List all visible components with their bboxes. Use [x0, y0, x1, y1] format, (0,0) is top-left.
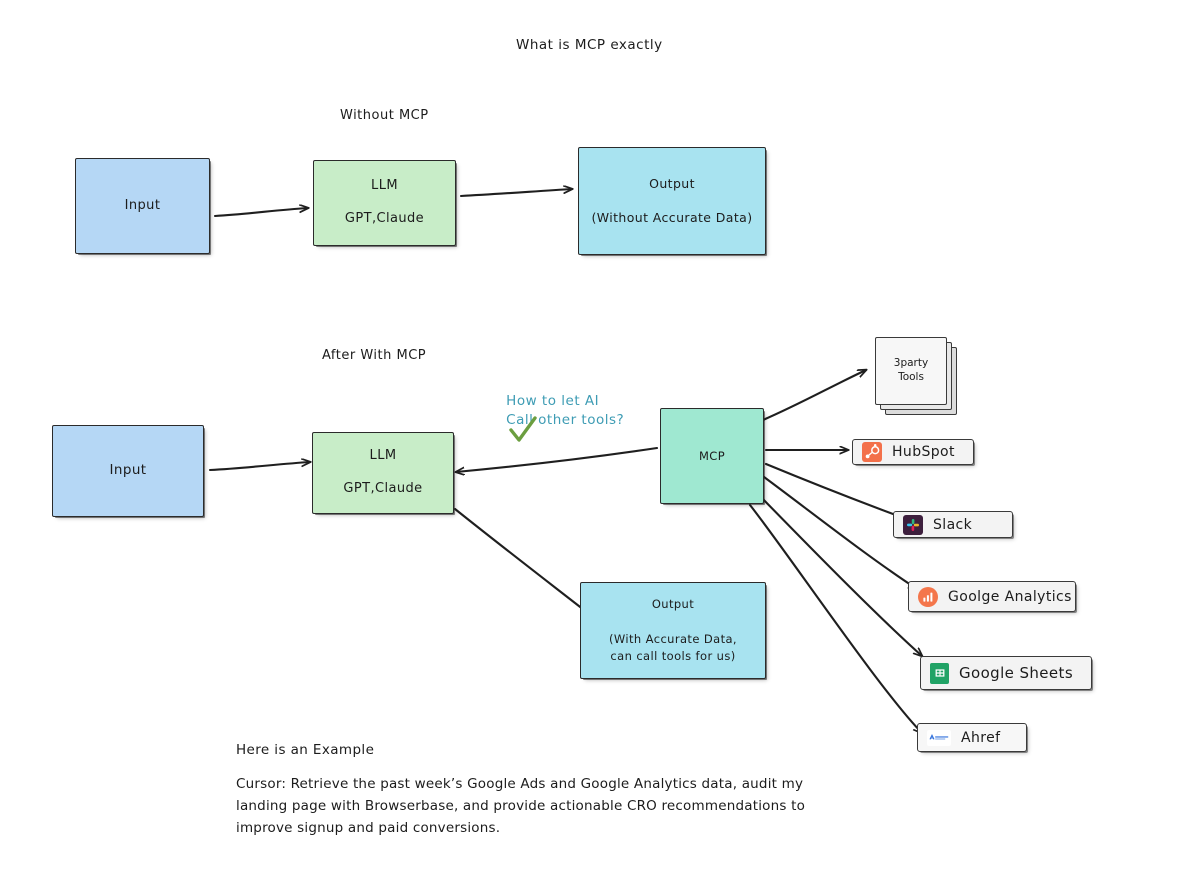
node-label-line1: LLM — [369, 448, 397, 464]
node-input-without-mcp[interactable]: Input — [75, 158, 210, 254]
example-body: Cursor: Retrieve the past week’s Google … — [236, 776, 806, 836]
node-label: Input — [124, 197, 161, 213]
arrow-mcp-to-ahrefs — [748, 503, 922, 733]
hubspot-icon — [862, 442, 882, 462]
annotation-line2: Call other tools? — [506, 412, 625, 429]
tool-hubspot[interactable]: HubSpot — [852, 439, 974, 465]
tool-3party-tools[interactable]: 3party Tools — [875, 337, 967, 425]
annotation-how-to-let-ai: How to let AI Call other tools? — [487, 372, 624, 450]
node-mcp[interactable]: MCP — [660, 408, 764, 504]
annotation-line1: How to let AI — [506, 392, 600, 409]
check-mark-icon — [508, 415, 538, 451]
arrow-mcp-to-3party — [761, 370, 866, 422]
tool-label: Ahref — [961, 729, 1001, 746]
arrow-input2-to-llm2 — [208, 462, 310, 472]
tool-label: Google Sheets — [959, 664, 1074, 682]
tool-slack[interactable]: Slack — [893, 511, 1013, 538]
google-analytics-icon — [918, 586, 938, 607]
arrow-mcp-to-llm — [456, 446, 659, 472]
node-label: MCP — [698, 448, 726, 463]
node-llm-without-mcp[interactable]: LLM GPT,Claude — [313, 160, 456, 246]
node-output-with-mcp[interactable]: Output (With Accurate Data, can call too… — [580, 582, 766, 679]
slack-icon — [903, 514, 923, 535]
node-label-line3: can call tools for us) — [610, 648, 736, 663]
ahrefs-icon — [927, 729, 951, 746]
page-title: What is MCP exactly — [516, 37, 663, 53]
node-label-line1: Output — [651, 597, 695, 612]
node-label-line1: LLM — [371, 178, 398, 194]
example-heading: Here is an Example — [236, 742, 375, 758]
node-label-line1: Output — [649, 175, 695, 191]
node-label: Input — [109, 462, 147, 479]
tool-label: HubSpot — [892, 444, 955, 460]
arrow-llm-to-output — [459, 189, 572, 198]
tool-ahrefs[interactable]: Ahref — [917, 723, 1027, 752]
node-llm-with-mcp[interactable]: LLM GPT,Claude — [312, 432, 454, 514]
node-label-line2: GPT,Claude — [344, 211, 425, 226]
node-input-with-mcp[interactable]: Input — [52, 425, 204, 517]
node-label-line2: (With Accurate Data, — [609, 632, 737, 647]
arrow-llm-to-output2 — [453, 507, 593, 617]
node-label-line2: GPT,Claude — [343, 481, 423, 496]
node-output-without-mcp[interactable]: Output (Without Accurate Data) — [578, 147, 766, 255]
tool-google-analytics[interactable]: Goolge Analytics — [908, 581, 1076, 612]
section-caption-with-mcp: After With MCP — [322, 348, 427, 363]
tool-label: Slack — [933, 516, 973, 533]
arrow-input-to-llm — [213, 208, 308, 218]
tool-label: 3party Tools — [893, 357, 929, 383]
section-caption-without-mcp: Without MCP — [340, 108, 429, 123]
node-label-line2: (Without Accurate Data) — [591, 210, 753, 225]
google-sheets-icon — [930, 662, 949, 684]
tool-google-sheets[interactable]: Google Sheets — [920, 656, 1092, 690]
stacked-cards-icon-front: 3party Tools — [875, 337, 947, 405]
tool-label: Goolge Analytics — [948, 588, 1072, 605]
